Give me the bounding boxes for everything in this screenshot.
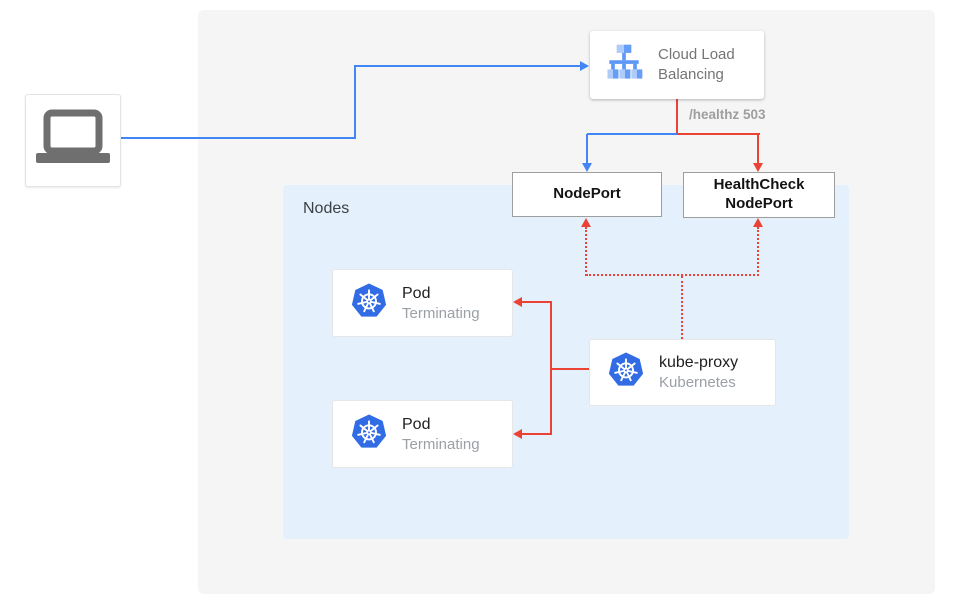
load-balancer-icon xyxy=(602,41,646,90)
kubeproxy-dotted-line-horizontal xyxy=(586,274,759,276)
client-laptop-card xyxy=(25,94,121,187)
pod-terminating-card-bottom: Pod Terminating xyxy=(332,400,513,468)
clb-to-healthcheck-line-vertical xyxy=(757,134,759,164)
kube-proxy-title: kube-proxy xyxy=(659,354,739,371)
arrowhead-into-clb xyxy=(580,61,589,71)
clb-down-line xyxy=(676,99,678,135)
laptop-icon xyxy=(36,109,110,172)
arrowhead-into-nodeport xyxy=(582,163,592,172)
dotted-line-to-nodeport xyxy=(585,227,587,276)
nodeport-label: NodePort xyxy=(553,185,621,203)
clb-to-nodeport-line-vertical xyxy=(586,134,588,164)
client-to-clb-line-horizontal xyxy=(121,137,355,139)
arrowhead-into-pod-bottom xyxy=(513,429,522,439)
pod-status: Terminating xyxy=(402,435,480,453)
line-to-pod-bottom xyxy=(521,433,552,435)
dotted-line-to-healthcheck xyxy=(757,227,759,276)
cloud-load-balancing-label: Cloud Load Balancing xyxy=(658,45,735,83)
kubeproxy-up-dotted-line xyxy=(681,276,683,339)
kubernetes-icon xyxy=(607,351,645,394)
clb-to-healthcheck-line-horizontal xyxy=(677,133,760,135)
healthcheck-nodeport-label: HealthCheck NodePort xyxy=(713,176,805,212)
kube-proxy-card: kube-proxy Kubernetes xyxy=(589,339,776,406)
arrowhead-into-healthcheck-nodeport xyxy=(753,163,763,172)
clb-to-nodeport-line-horizontal xyxy=(587,133,677,135)
kubernetes-icon xyxy=(350,413,388,456)
nodeport-box: NodePort xyxy=(512,172,662,217)
cloud-load-balancing-card: Cloud Load Balancing xyxy=(590,31,764,99)
pod-status: Terminating xyxy=(402,304,480,322)
dotted-arrowhead-into-healthcheck xyxy=(753,218,763,227)
kubernetes-icon xyxy=(350,282,388,325)
healthcheck-nodeport-box: HealthCheck NodePort xyxy=(683,172,835,218)
dotted-arrowhead-into-nodeport xyxy=(581,218,591,227)
line-to-pod-top xyxy=(521,301,552,303)
arrowhead-into-pod-top xyxy=(513,297,522,307)
kube-proxy-subtitle: Kubernetes xyxy=(659,374,736,391)
client-to-clb-line-vertical xyxy=(354,66,356,139)
healthz-status-label: /healthz 503 xyxy=(689,107,766,122)
pod-title: Pod xyxy=(402,284,431,302)
pod-title: Pod xyxy=(402,415,431,433)
kubeproxy-to-pods-vertical xyxy=(550,301,552,435)
client-to-clb-line-top xyxy=(354,65,580,67)
kubeproxy-to-pods-stem xyxy=(551,368,589,370)
nodes-label: Nodes xyxy=(303,200,350,217)
pod-terminating-card-top: Pod Terminating xyxy=(332,269,513,337)
